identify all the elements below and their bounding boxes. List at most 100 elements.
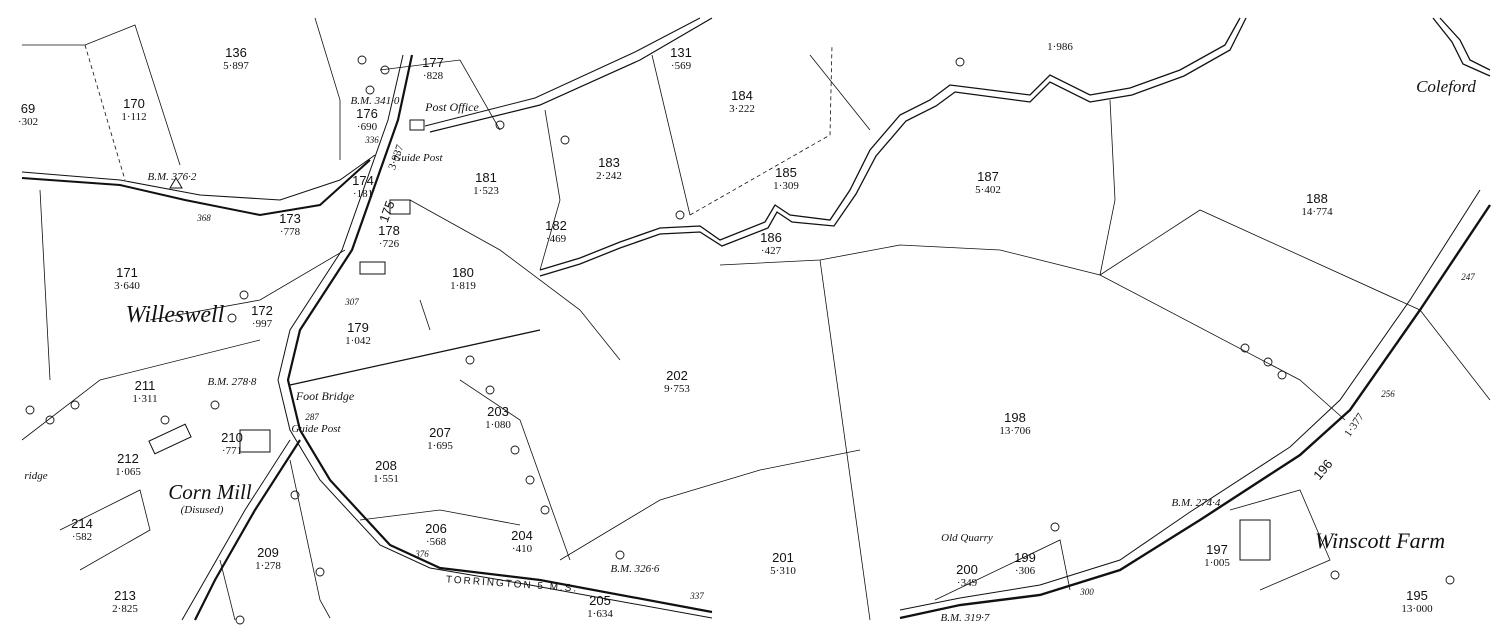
- place-coleford: Coleford: [1416, 77, 1476, 96]
- parcel-number: 186: [760, 230, 782, 245]
- parcel-area: ·582: [71, 531, 93, 543]
- spot-height: 256: [1381, 389, 1395, 399]
- parcel-area: ·349: [956, 577, 978, 589]
- place-corn-mill: Corn Mill: [168, 480, 252, 504]
- label-guide-post-north: Guide Post: [393, 152, 443, 164]
- parcel-area: ·410: [511, 543, 533, 555]
- spot-height: 376: [415, 549, 429, 559]
- parcel-number: 214: [71, 516, 93, 531]
- parcel-number: 170: [123, 96, 145, 111]
- parcel-area: 3·640: [114, 280, 140, 292]
- parcel-number: 182: [545, 218, 567, 233]
- parcel-area: 13·000: [1401, 603, 1433, 615]
- parcel-area: 1·065: [115, 466, 141, 478]
- parcel-number: 209: [257, 545, 279, 560]
- parcel-number: 181: [475, 170, 497, 185]
- parcel-area: 5·402: [975, 184, 1001, 196]
- parcel-number: 207: [429, 425, 451, 440]
- label-bridge: ridge: [24, 470, 48, 482]
- parcel-number: 136: [225, 45, 247, 60]
- benchmark-triangle-icon: [169, 177, 183, 189]
- parcel-area: ·181: [352, 188, 374, 200]
- parcel-number: 171: [116, 265, 138, 280]
- parcel-number: 176: [356, 106, 378, 121]
- spot-height: 368: [197, 213, 211, 223]
- spot-height: 307: [345, 297, 359, 307]
- roads: [21, 17, 1491, 621]
- parcel-number: 202: [666, 368, 688, 383]
- parcel-area: ·997: [251, 318, 273, 330]
- benchmark: B.M. 319·7: [940, 612, 990, 624]
- parcel-number: 200: [956, 562, 978, 577]
- tree-icons: [25, 55, 1455, 625]
- parcel-area: 1·551: [373, 473, 399, 485]
- parcel-area: 5·310: [770, 565, 796, 577]
- benchmark: B.M. 341·0: [350, 95, 400, 107]
- parcel-number: 210: [221, 430, 243, 445]
- parcel-area: ·306: [1014, 565, 1036, 577]
- label-post-office: Post Office: [425, 100, 479, 114]
- parcel-area: 5·897: [223, 60, 249, 72]
- parcel-area: 9·753: [664, 383, 690, 395]
- parcel-area: ·726: [378, 238, 400, 250]
- parcel-area: 2·242: [596, 170, 622, 182]
- parcel-area: ·569: [670, 60, 692, 72]
- stream: [539, 17, 1491, 277]
- parcel-number: 178: [378, 223, 400, 238]
- spot-height: 247: [1461, 272, 1475, 282]
- parcel-area: ·568: [425, 536, 447, 548]
- field-boundaries: [21, 17, 1491, 621]
- spot-height: 337: [690, 591, 704, 601]
- place-willeswell: Willeswell: [125, 302, 225, 328]
- spot-height: 336: [365, 135, 379, 145]
- parcel-area: 1·278: [255, 560, 281, 572]
- label-foot-bridge: Foot Bridge: [295, 389, 355, 403]
- spot-height: 300: [1080, 587, 1094, 597]
- parcel-number: 179: [347, 320, 369, 335]
- parcel-area: 1·309: [773, 180, 799, 192]
- parcel-area: ·469: [545, 233, 567, 245]
- parcel-area: 13·706: [999, 425, 1031, 437]
- parcel-area: ·690: [356, 121, 378, 133]
- parcel-number: 184: [731, 88, 753, 103]
- parcel-area: 1·311: [132, 393, 158, 405]
- parcel-number: 172: [251, 303, 273, 318]
- parcel-number: 201: [772, 550, 794, 565]
- parcel-area: ·302: [17, 116, 39, 128]
- parcel-number: 180: [452, 265, 474, 280]
- parcel-number: 198: [1004, 410, 1026, 425]
- parcel-area: ·771: [221, 445, 243, 457]
- parcel-number: 187: [977, 169, 999, 184]
- parcel-number: 177: [422, 55, 444, 70]
- parcel-number: 197: [1206, 542, 1228, 557]
- parcel-area: 1·112: [121, 111, 147, 123]
- parcel-area: 1·523: [473, 185, 499, 197]
- parcel-area: 1·819: [450, 280, 476, 292]
- parcel-number: 206: [425, 521, 447, 536]
- parcel-area: ·828: [422, 70, 444, 82]
- parcel-number: 213: [114, 588, 136, 603]
- parcel-area: 1·634: [587, 608, 613, 620]
- corn-mill-disused: (Disused): [180, 504, 224, 516]
- benchmark: B.M. 278·8: [207, 376, 257, 388]
- parcel-number: 204: [511, 528, 533, 543]
- parcel-number: 199: [1014, 550, 1036, 565]
- benchmark: B.M. 376·2: [147, 171, 197, 183]
- parcel-number: 131: [670, 45, 692, 60]
- parcel-area: 1·005: [1204, 557, 1230, 569]
- parcel-number: 208: [375, 458, 397, 473]
- parcel-number: 174: [352, 173, 374, 188]
- parcel-number: 173: [279, 211, 301, 226]
- buildings: [148, 119, 1271, 561]
- parcel-number: 188: [1306, 191, 1328, 206]
- parcel-area: ·778: [279, 226, 301, 238]
- parcel-number: 183: [598, 155, 620, 170]
- benchmark: B.M. 326·6: [610, 563, 660, 575]
- parcel-area: 2·825: [112, 603, 138, 615]
- parcel-area: 1·986: [1047, 41, 1073, 53]
- parcel-number: 203: [487, 404, 509, 419]
- parcel-area: 14·774: [1301, 206, 1333, 218]
- benchmark: B.M. 274·4: [1171, 497, 1221, 509]
- label-guide-post-south: Guide Post: [291, 423, 341, 435]
